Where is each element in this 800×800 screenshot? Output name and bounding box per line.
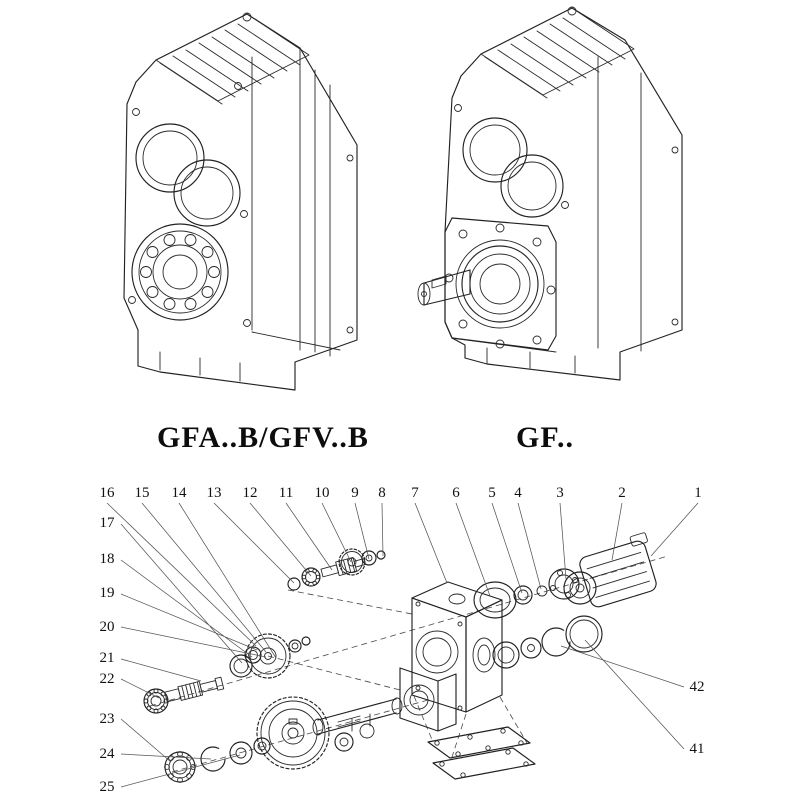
leader-lines bbox=[106, 502, 699, 788]
part-base-plates bbox=[427, 726, 536, 780]
callout-42: 42 bbox=[690, 679, 705, 695]
part-motor bbox=[563, 532, 657, 608]
part-intermediate-gear-cluster bbox=[229, 633, 311, 679]
model-label-gf: GF.. bbox=[516, 421, 574, 454]
callout-numbers-right: 42 41 bbox=[690, 679, 705, 757]
callout-11: 11 bbox=[279, 485, 293, 501]
model-label-gfab: GFA..B/GFV..B bbox=[157, 421, 369, 454]
bearing-rollers bbox=[140, 234, 220, 310]
part-housing bbox=[399, 581, 503, 732]
callout-15: 15 bbox=[135, 485, 150, 501]
callout-4: 4 bbox=[514, 485, 522, 501]
callout-1: 1 bbox=[694, 485, 702, 501]
callout-3: 3 bbox=[556, 485, 564, 501]
callout-24: 24 bbox=[100, 746, 116, 762]
callout-6: 6 bbox=[452, 485, 460, 501]
callout-8: 8 bbox=[378, 485, 386, 501]
callout-10: 10 bbox=[315, 485, 330, 501]
part-intermediate-shaft bbox=[143, 676, 225, 714]
callout-25: 25 bbox=[100, 779, 115, 795]
callout-numbers-top: 16 15 14 13 12 11 10 9 8 7 6 5 4 3 2 1 bbox=[100, 485, 702, 501]
callout-13: 13 bbox=[207, 485, 222, 501]
callout-41: 41 bbox=[690, 741, 705, 757]
callout-22: 22 bbox=[100, 671, 115, 687]
gearbox-drawing-gfab bbox=[123, 12, 358, 391]
part-output-rings bbox=[492, 615, 603, 669]
callout-14: 14 bbox=[172, 485, 188, 501]
callout-17: 17 bbox=[100, 515, 116, 531]
part-input-flange-set bbox=[473, 568, 580, 619]
assembly-axes bbox=[149, 555, 669, 773]
callout-23: 23 bbox=[100, 711, 115, 727]
callout-19: 19 bbox=[100, 585, 115, 601]
callout-18: 18 bbox=[100, 551, 115, 567]
callout-2: 2 bbox=[618, 485, 626, 501]
callout-numbers-left: 17 18 19 20 21 22 23 24 25 bbox=[100, 515, 116, 795]
callout-9: 9 bbox=[351, 485, 359, 501]
callout-12: 12 bbox=[243, 485, 258, 501]
part-output-gear-shaft bbox=[256, 696, 403, 770]
callout-5: 5 bbox=[488, 485, 496, 501]
part-output-bearing-set bbox=[164, 737, 271, 783]
callout-16: 16 bbox=[100, 485, 116, 501]
callout-7: 7 bbox=[411, 485, 419, 501]
callout-21: 21 bbox=[100, 650, 115, 666]
part-input-shaft-cluster bbox=[287, 548, 386, 591]
callout-20: 20 bbox=[100, 619, 115, 635]
gearbox-drawing-gf bbox=[417, 6, 683, 381]
exploded-parts-diagram: 16 15 14 13 12 11 10 9 8 7 6 5 4 3 2 1 1… bbox=[100, 485, 705, 795]
